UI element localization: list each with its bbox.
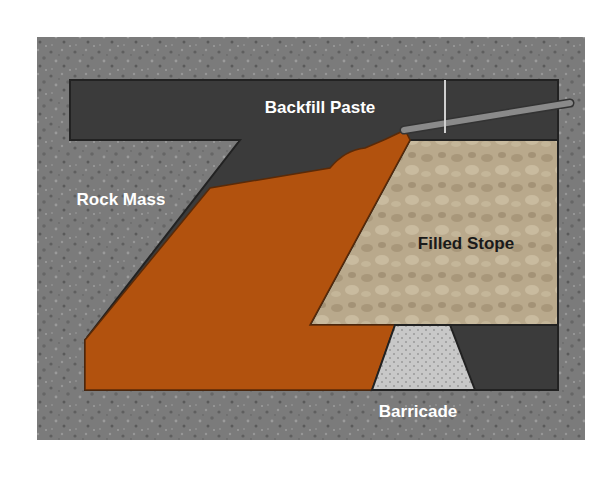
region-label: Backfill Paste [265,98,376,118]
region-label: Barricade [379,402,457,422]
region-label: Filled Stope [418,234,514,254]
pipe-hanger [444,80,446,133]
region-label: Rock Mass [77,190,166,210]
pipe [404,103,570,130]
barricade [372,325,475,390]
pipe-outline [404,103,570,130]
mine-openings [70,80,558,390]
rock-mass [37,37,585,440]
backfill-paste [85,130,410,390]
